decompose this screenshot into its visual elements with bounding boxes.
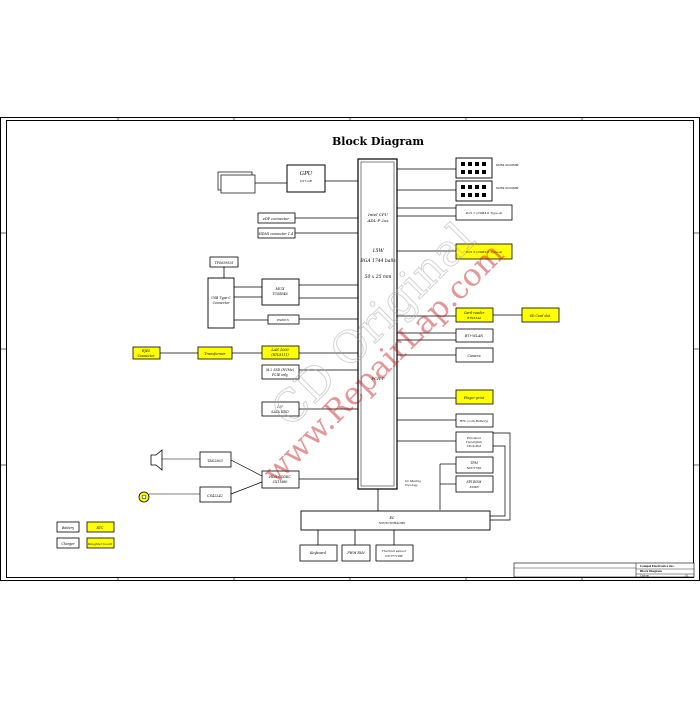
- gpu-label: GPU: [300, 171, 313, 177]
- ec-block: [300, 510, 491, 531]
- lan-label: LAN 1000: [270, 348, 289, 352]
- amp-label: TAS2563: [207, 459, 222, 463]
- hdd-sub-label: SATA HDD: [271, 410, 289, 414]
- rj45-label: RJ45: [141, 349, 150, 353]
- thermal-block: [375, 544, 414, 562]
- fan-label: PWM FAN: [346, 551, 364, 555]
- diagram-title: Block Diagram: [332, 135, 424, 148]
- card-reader-sub-label: RTS5344: [466, 316, 481, 320]
- retimer-block: [267, 314, 300, 325]
- ddr-1-label: DDR4 SODIMM: [496, 163, 519, 167]
- mux-label: MUX: [274, 287, 285, 291]
- touchpad-label: Precision: [466, 436, 481, 440]
- camera-label: Camera: [467, 354, 480, 358]
- keyboard-block: [299, 544, 338, 562]
- cpu-block: [357, 158, 398, 490]
- smbus-label-2: Topology: [405, 483, 418, 487]
- port-1-label: Port 1 (USB3.0 Type-A): [465, 211, 503, 215]
- wlan-block: [455, 328, 494, 343]
- cpu-label-5: 50 x 25 mm: [365, 274, 392, 280]
- smbus-label: I2/ Sharing: [404, 479, 421, 483]
- title-block-rev: 1.0: [684, 575, 688, 578]
- cpu-label-4: BGA 1744 balls: [359, 258, 396, 264]
- usb-typec-label: USB Type-C: [211, 296, 231, 300]
- keyboard-label: Keyboard: [309, 551, 326, 555]
- ssd-label: M.2 SSD (NVMe): [265, 368, 295, 372]
- camera-block: [455, 347, 494, 363]
- lan-sub-label: (RTL8111): [271, 353, 289, 357]
- port-3-label: Port 3 (USB2.0 Type-A): [465, 250, 503, 254]
- ec-label: EC: [388, 516, 394, 520]
- ec-sub-label: NPCX793HAOBX: [378, 521, 406, 525]
- ddr-2-block: [455, 180, 493, 202]
- rtc-block: [455, 413, 494, 428]
- pd-controller-label: TPS65992S: [215, 261, 235, 265]
- hdd-label: 2.5": [276, 405, 284, 409]
- fingerprint-label: Finger print: [463, 396, 485, 400]
- touchpad-label-3: Click-Pad: [467, 444, 481, 448]
- legend-charger: [56, 537, 80, 549]
- cpu-label-1: Intel CPU: [367, 212, 388, 217]
- title-block: [513, 562, 695, 578]
- port-1-block[interactable]: [455, 204, 513, 221]
- legend-battery: [56, 521, 80, 533]
- rtc-label: RTC (coin Battery): [459, 419, 489, 423]
- hdmi-label: HDMI connector 1.4: [258, 232, 293, 236]
- ddr-1-block: [455, 157, 493, 179]
- legend-battery-label: Battery: [61, 526, 74, 530]
- title-block-doc-title: Block Diagram: [640, 569, 662, 573]
- legend-rtc-label: RTC: [96, 526, 104, 530]
- ssd-block: [261, 364, 300, 380]
- spi-rom-sub-label: 32MB: [469, 485, 479, 489]
- thermal-sub-label: NCT7718W: [384, 554, 404, 558]
- usb-typec-label-2: Connector: [213, 301, 230, 305]
- cpu-label-3: 15W: [372, 248, 384, 254]
- usb-typec-block: [207, 277, 235, 329]
- port-3-block[interactable]: [455, 243, 513, 260]
- touchpad-label-2: Tpd-digital: [466, 440, 483, 444]
- mux-block: [261, 278, 300, 306]
- transformer-label: Transformer: [204, 352, 226, 356]
- thermal-label: Thermal sensor: [382, 549, 407, 553]
- sd-card-label: SD Card slot: [530, 314, 551, 318]
- tpm-label: TPM: [470, 461, 478, 465]
- cpu-pch-label: PCH-P: [370, 376, 385, 381]
- gpu-block: [286, 164, 326, 193]
- spi-rom-block: [455, 475, 494, 493]
- tpm-sub-label: NPCT750: [466, 466, 482, 470]
- codec-label: CS42L42: [207, 494, 223, 498]
- card-reader-label: Card reader: [464, 311, 485, 315]
- spi-rom-label: SPI ROM: [467, 480, 483, 484]
- cpu-label-2: ADL-P 2xx: [366, 218, 389, 223]
- hda-codec-block: [261, 470, 300, 489]
- retimer-label: PS8815: [277, 318, 289, 322]
- sd-card-block[interactable]: [521, 307, 560, 323]
- legend-charger-label: Charger: [61, 542, 75, 546]
- title-block-size: Custom: [640, 575, 650, 578]
- hda-codec-sub-label: CX11880: [273, 480, 288, 484]
- title-block-company: Compal Electronics Inc.: [640, 564, 675, 568]
- lan-block: [261, 345, 300, 360]
- legend-daughter: [86, 537, 115, 549]
- fingerprint-block: [455, 389, 494, 405]
- mux-sub-label: TUSB546: [272, 292, 287, 296]
- ssd-sub-label: PCIE only: [271, 373, 288, 377]
- tpm-block: [455, 456, 494, 474]
- legend-daughter-label: Daughter board: [87, 542, 112, 546]
- hda-codec-label: HDA CODEC: [268, 475, 291, 479]
- codec-block: [199, 486, 232, 503]
- fan-block: [341, 544, 371, 562]
- amp-block: [199, 451, 232, 468]
- legend-rtc: [86, 521, 115, 533]
- speaker-icon: [150, 449, 163, 471]
- wlan-label: BT+WLAN: [464, 334, 483, 338]
- rj45-label-2: Connector: [138, 354, 155, 358]
- edp-label: eDP connector: [263, 217, 289, 221]
- gpu-sub-label: N17-GE: [300, 179, 312, 183]
- ddr-2-label: DDR4 SODIMM: [496, 186, 519, 190]
- touchpad-block: [455, 431, 494, 453]
